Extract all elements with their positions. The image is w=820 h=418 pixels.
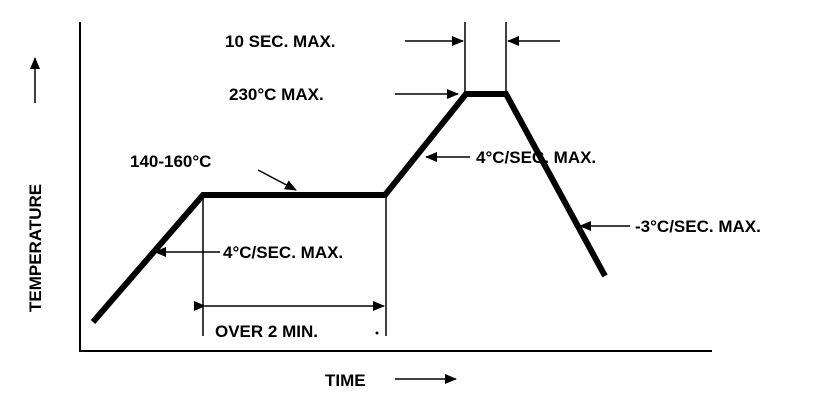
y-axis-label: TEMPERATURE: [26, 184, 45, 312]
soak-temp-arrow: [257, 169, 297, 191]
ramp-down-label: -3°C/SEC. MAX.: [635, 217, 761, 236]
ramp-up-1-label: 4°C/SEC. MAX.: [223, 243, 343, 262]
temperature-profile-curve: [90, 91, 608, 324]
soak-temp-label: 140-160°C: [130, 152, 211, 171]
dwell-time-label: 10 SEC. MAX.: [225, 32, 336, 51]
x-axis-label: TIME: [325, 371, 366, 390]
peak-temp-label: 230°C MAX.: [229, 85, 324, 104]
ramp-up-2-label: 4°C/SEC. MAX.: [476, 148, 596, 167]
soak-duration-label: OVER 2 MIN.: [215, 322, 318, 341]
soak-dot-mark: [375, 331, 379, 335]
